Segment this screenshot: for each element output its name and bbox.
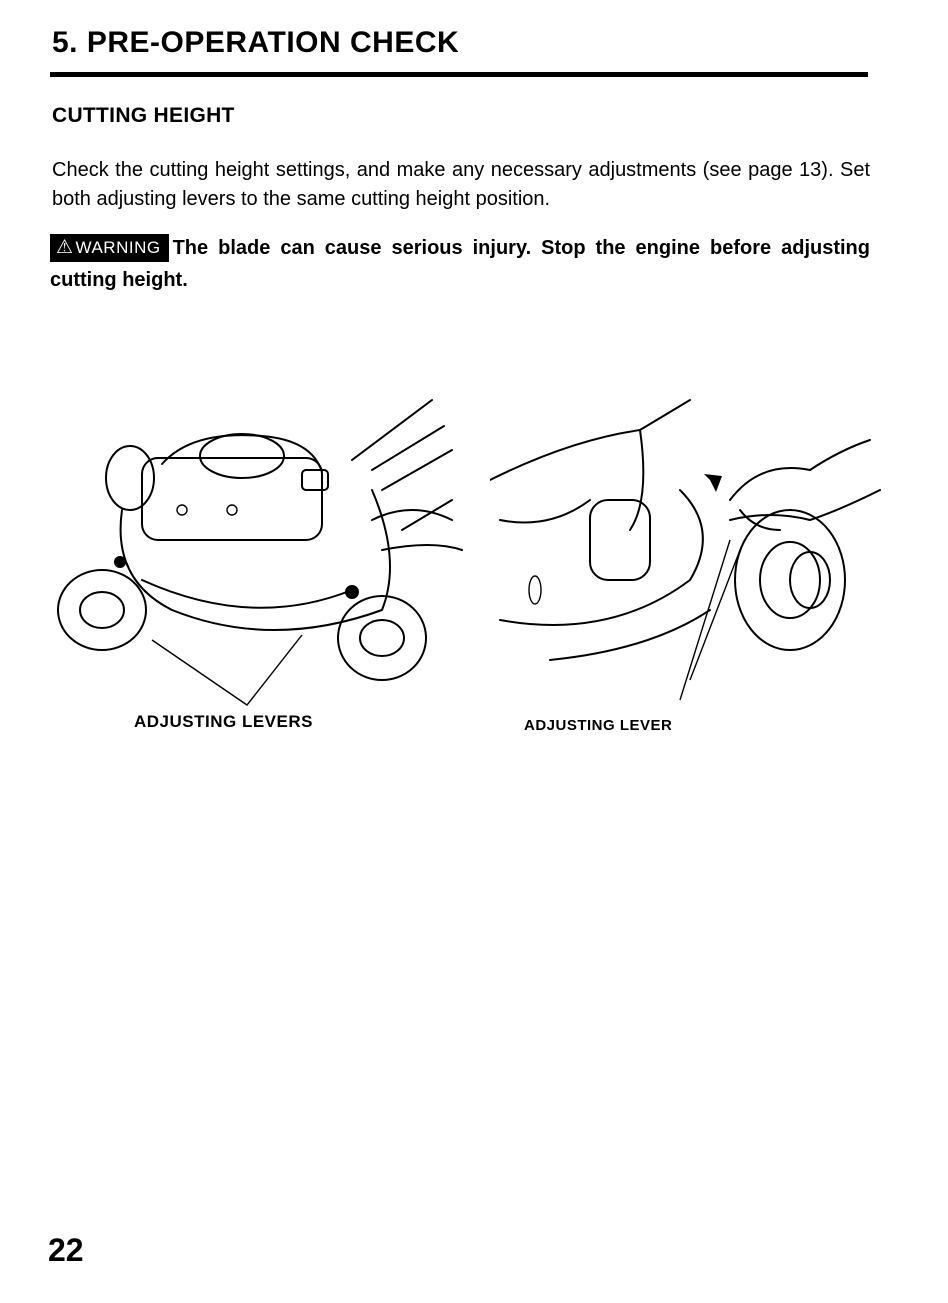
page-title: 5. PRE-OPERATION CHECK [52, 26, 460, 59]
warning-badge-label: WARNING [75, 238, 161, 257]
warning-text: The blade can cause serious injury. Stop… [50, 237, 870, 291]
warning-triangle-icon: ⚠ [56, 237, 74, 258]
figure-caption-left: ADJUSTING LEVERS [134, 712, 313, 731]
section-subtitle: CUTTING HEIGHT [52, 104, 235, 127]
figure-caption-right: ADJUSTING LEVER [524, 717, 673, 734]
page-number: 22 [48, 1232, 84, 1268]
warning-badge: ⚠WARNING [50, 234, 169, 262]
instruction-paragraph: Check the cutting height settings, and m… [52, 159, 870, 210]
mower-illustration [57, 399, 463, 706]
title-rule [50, 72, 868, 77]
lever-closeup-illustration [490, 399, 881, 701]
